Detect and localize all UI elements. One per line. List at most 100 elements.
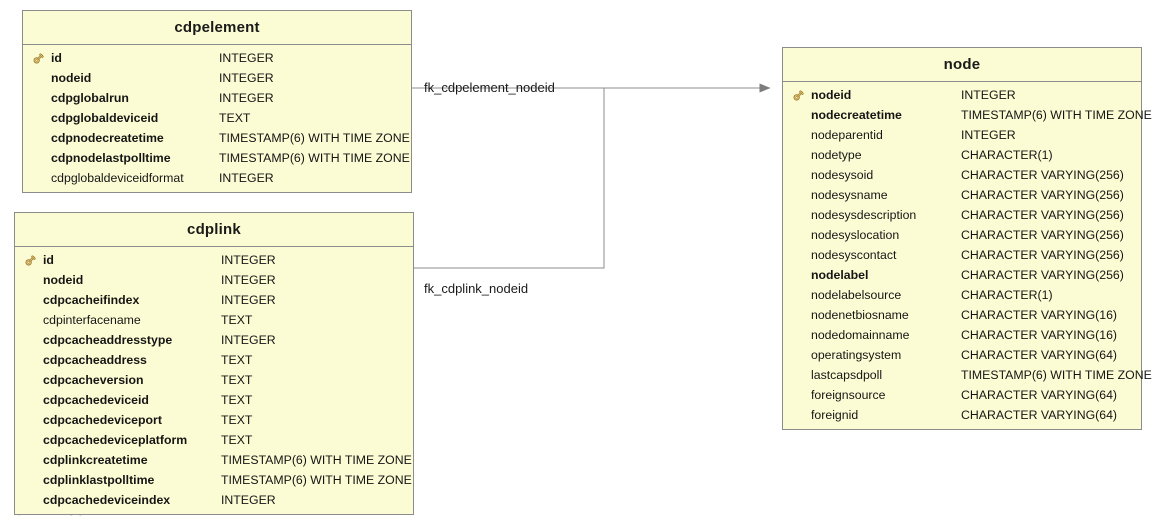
column-type: TEXT: [221, 413, 253, 427]
primary-key-icon: [793, 90, 804, 101]
column-name: foreignid: [811, 408, 859, 422]
column-type: INTEGER: [961, 128, 1016, 142]
column-type: TIMESTAMP(6) WITH TIME ZONE: [221, 453, 412, 467]
column-row: nodelabelsource CHARACTER(1): [783, 285, 1141, 305]
relationship-label-fk-cdplink-nodeid: fk_cdplink_nodeid: [424, 281, 529, 296]
column-name: nodenetbiosname: [811, 308, 909, 322]
column-name: id: [43, 253, 54, 267]
column-row: nodenetbiosname CHARACTER VARYING(16): [783, 305, 1141, 325]
column-name: nodecreatetime: [811, 108, 902, 122]
entity-title-cdpelement: cdpelement: [23, 11, 411, 45]
column-name: cdpcacheaddress: [43, 353, 147, 367]
column-name: cdpglobaldeviceidformat: [51, 171, 184, 185]
column-type: CHARACTER VARYING(256): [961, 248, 1124, 262]
column-type: TIMESTAMP(6) WITH TIME ZONE: [219, 151, 410, 165]
column-type: CHARACTER VARYING(256): [961, 188, 1124, 202]
entity-title-cdplink: cdplink: [15, 213, 413, 247]
column-name: cdpcachedeviceplatform: [43, 433, 188, 447]
column-row: cdplinklastpolltime TIMESTAMP(6) WITH TIM…: [15, 470, 413, 490]
column-name: cdpnodelastpolltime: [51, 151, 171, 165]
column-name: nodesysname: [811, 188, 888, 202]
primary-key-icon: [25, 255, 36, 266]
column-row: cdplinkcreatetime TIMESTAMP(6) WITH TIME …: [15, 450, 413, 470]
column-type: INTEGER: [221, 493, 276, 507]
column-type: TIMESTAMP(6) WITH TIME ZONE: [961, 368, 1152, 382]
column-name: cdplinklastpolltime: [43, 473, 155, 487]
column-name: id: [51, 51, 62, 65]
column-type: CHARACTER VARYING(256): [961, 168, 1124, 182]
column-type: INTEGER: [221, 293, 276, 307]
column-type: INTEGER: [219, 171, 274, 185]
column-name: nodedomainname: [811, 328, 910, 342]
column-name: nodeparentid: [811, 128, 883, 142]
column-row: cdpnodelastpolltime TIMESTAMP(6) WITH TIM…: [23, 148, 411, 168]
column-type: TIMESTAMP(6) WITH TIME ZONE: [221, 473, 412, 487]
column-type: CHARACTER(1): [961, 288, 1053, 302]
column-type: TEXT: [221, 313, 253, 327]
column-name: nodeid: [43, 273, 84, 287]
column-type: INTEGER: [221, 253, 276, 267]
column-row: cdpcachedeviceindex INTEGER: [15, 490, 413, 510]
column-type: CHARACTER(1): [961, 148, 1053, 162]
column-name: cdpglobalrun: [51, 91, 129, 105]
connector-fk-cdpelement-nodeid: [412, 87, 605, 269]
column-name: nodesysdescription: [811, 208, 917, 222]
primary-key-icon-cell: [787, 88, 811, 102]
column-row: nodeid INTEGER: [15, 270, 413, 290]
column-name: nodesyslocation: [811, 228, 900, 242]
column-name: nodelabelsource: [811, 288, 902, 302]
primary-key-icon-cell: [27, 51, 51, 65]
column-row: cdpnodecreatetime TIMESTAMP(6) WITH TIME …: [23, 128, 411, 148]
column-name: cdplinkcreatetime: [43, 453, 148, 467]
column-type: CHARACTER VARYING(256): [961, 208, 1124, 222]
column-type: CHARACTER VARYING(64): [961, 348, 1118, 362]
column-row: lastcapsdpoll TIMESTAMP(6) WITH TIME ZONE: [783, 365, 1152, 385]
column-row: cdpinterfacename TEXT: [15, 310, 413, 330]
column-name: cdpcachedeviceindex: [43, 493, 171, 507]
column-name: cdpinterfacename: [43, 313, 141, 327]
column-type: CHARACTER VARYING(64): [961, 388, 1118, 402]
column-type: TIMESTAMP(6) WITH TIME ZONE: [219, 131, 410, 145]
relationship-label-fk-cdpelement-nodeid: fk_cdpelement_nodeid: [424, 80, 555, 95]
column-name: nodetype: [811, 148, 862, 162]
column-row: cdpcachedeviceport TEXT: [15, 410, 413, 430]
column-type: TEXT: [221, 393, 253, 407]
column-row: cdpcacheifindex INTEGER: [15, 290, 413, 310]
column-name: cdpcacheifindex: [43, 293, 140, 307]
column-type: INTEGER: [221, 273, 276, 287]
column-row: nodesysoid CHARACTER VARYING(256): [783, 165, 1141, 185]
column-name: nodesysoid: [811, 168, 874, 182]
column-name: cdpcacheversion: [43, 373, 144, 387]
column-name: cdpnodecreatetime: [51, 131, 164, 145]
column-type: CHARACTER VARYING(16): [961, 308, 1118, 322]
column-row: nodeparentid INTEGER: [783, 125, 1141, 145]
column-type: CHARACTER VARYING(16): [961, 328, 1118, 342]
column-name: lastcapsdpoll: [811, 368, 883, 382]
primary-key-icon: [33, 53, 44, 64]
column-name: cdpglobaldeviceid: [51, 111, 159, 125]
column-name: nodeid: [51, 71, 92, 85]
column-name: cdpcachedeviceport: [43, 413, 162, 427]
column-type: TEXT: [221, 373, 253, 387]
column-name: nodelabel: [811, 268, 869, 282]
column-row: cdpglobaldeviceidformat INTEGER: [23, 168, 411, 188]
column-name: foreignsource: [811, 388, 886, 402]
